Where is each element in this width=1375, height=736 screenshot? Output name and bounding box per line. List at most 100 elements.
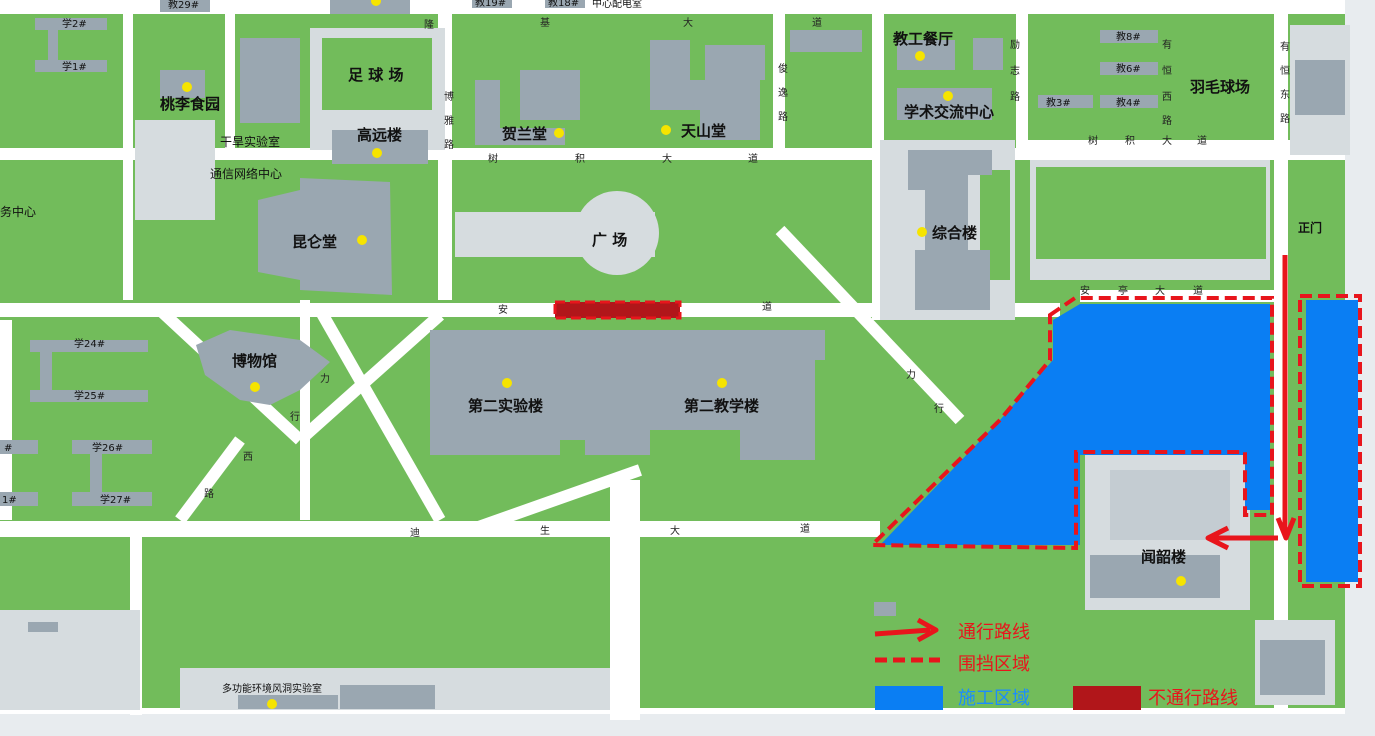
- road-junyi-0: 俊: [778, 62, 788, 75]
- label-jiao29: 教29#: [168, 0, 199, 11]
- label-xueshu: 学术交流中心: [904, 103, 994, 121]
- label-tianshan: 天山堂: [681, 122, 726, 140]
- road-lizhi-0: 励: [1010, 38, 1020, 51]
- road-disheng-3: 道: [800, 522, 810, 535]
- road-youheng-w-1: 恒: [1162, 64, 1172, 77]
- label-xue2: 学2#: [62, 17, 87, 30]
- legend-barrier: 围挡区域: [875, 654, 1030, 675]
- road-jizhi-2: 道: [812, 16, 822, 29]
- label-wudong: 务中心: [0, 204, 36, 219]
- label-yumao: 羽毛球场: [1190, 78, 1250, 96]
- label-xue1: 学1#: [62, 60, 87, 73]
- road-anting-w-0: 安: [498, 303, 508, 316]
- road-lixing2-1: 行: [934, 402, 944, 415]
- road-xilu-0: 西: [243, 452, 253, 463]
- label-gaoyuan: 高远楼: [357, 126, 402, 144]
- label-jiaoxue2: 第二教学楼: [684, 397, 759, 415]
- construction-zone-main: [880, 304, 1270, 545]
- legend-closed: 不通行路线: [1073, 686, 1238, 710]
- road-shuji-e-0: 树: [1088, 134, 1098, 147]
- label-xue24: 学24#: [74, 337, 105, 350]
- road-youheng-0: 有: [1280, 40, 1290, 53]
- barrier-outlines: [867, 294, 1362, 588]
- label-kunlun: 昆仑堂: [292, 233, 337, 251]
- road-youheng-2: 东: [1280, 88, 1290, 101]
- label-jiao18: 教18#: [548, 0, 579, 9]
- road-shuji-e-3: 道: [1197, 134, 1207, 147]
- label-xue27: 学27#: [100, 493, 131, 506]
- road-junyi-1: 逸: [778, 87, 788, 99]
- dorm-labels: 学2# 学1# 学24# 学25# 学26# 学27# 教29# 教19# 教1…: [2, 0, 1141, 506]
- road-xilu-1: 路: [204, 487, 214, 500]
- legend-construction: 施工区域: [875, 686, 1030, 710]
- road-youheng-3: 路: [1280, 112, 1290, 125]
- road-lizhi-1: 志: [1010, 64, 1020, 77]
- fields: [322, 38, 1266, 280]
- label-taoli: 桃李食园: [160, 95, 220, 113]
- label-guangchang: 广 场: [592, 231, 627, 249]
- road-disheng-2: 大: [670, 524, 680, 537]
- road-disheng-0: 迪: [410, 527, 420, 539]
- road-shuji-e-2: 大: [1162, 134, 1172, 147]
- road-anting-e-3: 道: [1193, 284, 1203, 297]
- road-youheng-w-0: 有: [1162, 38, 1172, 51]
- road-anting-w-1: 道: [762, 300, 772, 313]
- label-jiao3: 教3#: [1046, 96, 1071, 109]
- road-lizhi-2: 路: [1010, 90, 1020, 103]
- road-disheng-1: 生: [540, 524, 550, 537]
- label-shiyan2: 第二实验楼: [468, 397, 543, 415]
- traffic-route: [1205, 255, 1297, 551]
- construction-zones: [880, 300, 1358, 582]
- legend: 通行路线 围挡区域 施工区域 不通行路线: [874, 617, 1238, 710]
- road-shuji-w-0: 树: [488, 152, 498, 165]
- label-helan: 贺兰堂: [501, 125, 547, 143]
- label-hash-b: 1#: [2, 495, 17, 506]
- buildings: [0, 0, 1345, 709]
- road-jizhi-1: 大: [683, 16, 693, 29]
- road-labels: 树 积 大 道 树 积 大 道 安 道 安 亭 大 道 迪 生 大 道 基 大 …: [204, 16, 1290, 539]
- legend-route: 通行路线: [874, 617, 1030, 643]
- label-zonghe: 综合楼: [932, 224, 977, 242]
- road-long-0: 隆: [424, 18, 434, 31]
- road-youheng-w-2: 西: [1162, 92, 1172, 103]
- road-lixing-0: 力: [320, 372, 330, 385]
- road-youheng-w-3: 路: [1162, 114, 1172, 127]
- road-lixing-1: 行: [290, 410, 300, 423]
- label-jiao8: 教8#: [1116, 30, 1141, 43]
- road-anting-e-0: 安: [1080, 284, 1090, 297]
- label-zhengmen: 正门: [1298, 220, 1322, 235]
- label-wenshao: 闻韶楼: [1141, 548, 1186, 566]
- label-jiao19: 教19#: [475, 0, 506, 9]
- closed-route: [553, 300, 682, 320]
- place-labels: 昆仑堂 博物馆 第二实验楼 第二教学楼 广 场 高远楼 足 球 场 贺兰堂 天山…: [0, 0, 1322, 695]
- road-shuji-w-2: 大: [662, 152, 672, 165]
- label-tongxin: 通信网络中心: [210, 166, 282, 181]
- label-hash-a: #: [4, 443, 12, 454]
- label-ganhan: 干旱实验室: [220, 134, 280, 149]
- road-shuji-e-1: 积: [1125, 135, 1135, 147]
- legend-construction-label: 施工区域: [958, 688, 1030, 709]
- road-shuji-w-3: 道: [748, 152, 758, 165]
- legend-route-label: 通行路线: [958, 622, 1030, 643]
- label-jiaogong: 教工餐厅: [892, 30, 953, 48]
- road-youheng-1: 恒: [1280, 64, 1290, 77]
- label-jiao6: 教6#: [1116, 62, 1141, 75]
- road-jizhi-0: 基: [540, 16, 550, 29]
- label-xue25: 学25#: [74, 389, 105, 402]
- label-xue26: 学26#: [92, 441, 123, 454]
- label-duogongneng: 多功能环境风洞实验室: [222, 682, 322, 695]
- label-peidian: 中心配电室: [592, 0, 642, 10]
- road-boya-1: 雅: [444, 114, 454, 127]
- legend-closed-label: 不通行路线: [1148, 688, 1238, 709]
- road-boya-0: 博: [444, 90, 454, 103]
- road-boya-2: 路: [444, 138, 454, 151]
- road-anting-e-1: 亭: [1118, 284, 1128, 297]
- legend-barrier-label: 围挡区域: [958, 654, 1030, 675]
- road-junyi-2: 路: [778, 110, 788, 123]
- construction-zone-east: [1306, 300, 1358, 582]
- location-markers: [182, 0, 1186, 709]
- label-zuqiu: 足 球 场: [348, 66, 403, 84]
- road-anting-e-2: 大: [1155, 284, 1165, 297]
- label-jiao4: 教4#: [1116, 96, 1141, 109]
